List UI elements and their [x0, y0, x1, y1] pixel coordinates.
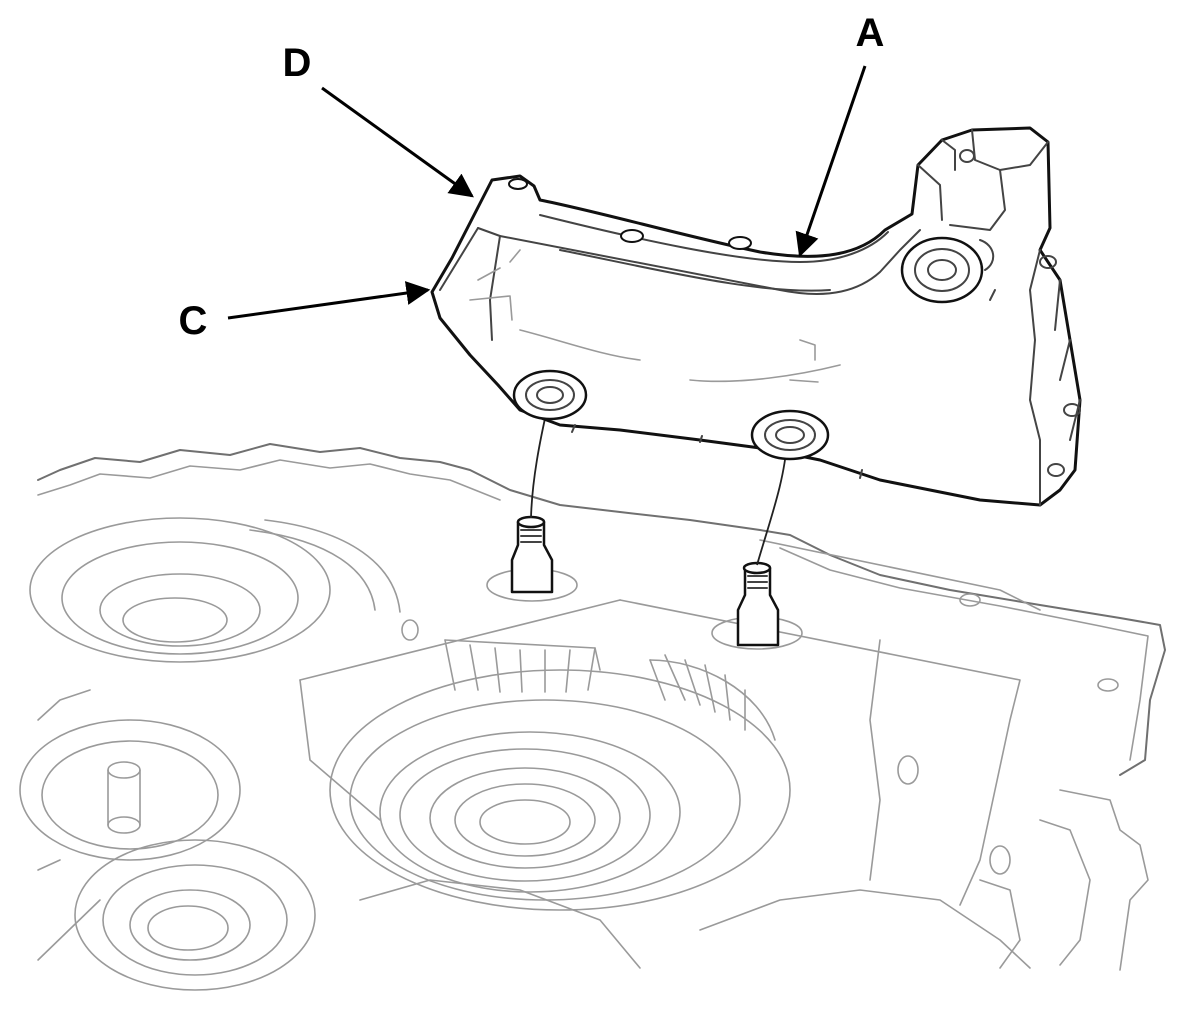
stud-bolt-left — [510, 515, 554, 594]
left-bore — [29, 517, 401, 663]
valve-body-component — [430, 126, 1082, 507]
transmission-housing — [19, 443, 1166, 991]
callout-label-a: A — [856, 11, 885, 55]
lower-left-bores — [19, 719, 316, 991]
callout-label-c: C — [179, 299, 208, 343]
leader-a — [795, 65, 867, 258]
right-ribs — [37, 539, 1149, 971]
center-bore — [329, 639, 791, 911]
leader-c — [227, 281, 431, 320]
leader-d — [321, 86, 474, 198]
callout-label-d: D — [283, 41, 312, 85]
stud-bolt-right — [736, 561, 780, 647]
